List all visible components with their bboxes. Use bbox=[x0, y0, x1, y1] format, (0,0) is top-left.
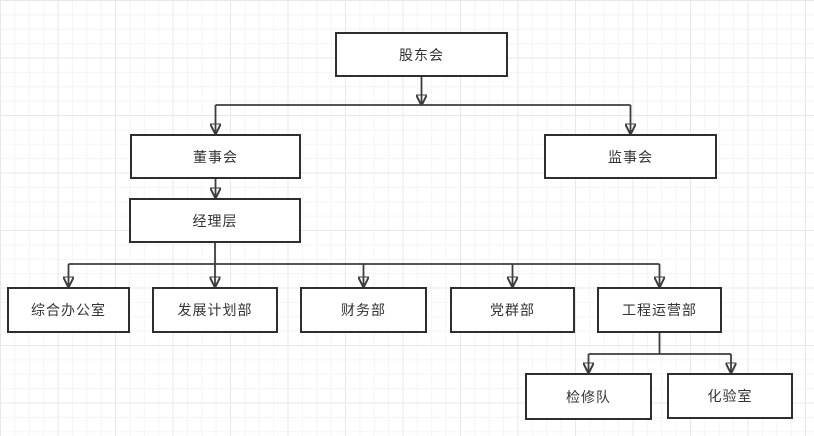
node-general-office[interactable]: 综合办公室 bbox=[7, 287, 130, 333]
node-maintenance-team[interactable]: 检修队 bbox=[525, 373, 652, 420]
node-label: 综合办公室 bbox=[31, 303, 106, 319]
node-label: 财务部 bbox=[341, 303, 386, 319]
node-development-planning-dept[interactable]: 发展计划部 bbox=[152, 287, 278, 333]
node-label: 董事会 bbox=[193, 149, 238, 166]
node-label: 党群部 bbox=[490, 303, 535, 319]
node-finance-dept[interactable]: 财务部 bbox=[300, 287, 427, 333]
node-label: 监事会 bbox=[608, 149, 653, 166]
node-shareholders-meeting[interactable]: 股东会 bbox=[335, 32, 508, 77]
node-laboratory[interactable]: 化验室 bbox=[667, 373, 793, 419]
node-label: 发展计划部 bbox=[177, 303, 253, 319]
node-label: 股东会 bbox=[399, 47, 444, 64]
node-board-of-directors[interactable]: 董事会 bbox=[130, 134, 301, 179]
node-party-mass-dept[interactable]: 党群部 bbox=[450, 287, 575, 333]
node-management-level[interactable]: 经理层 bbox=[129, 198, 301, 243]
node-engineering-operations-dept[interactable]: 工程运营部 bbox=[597, 287, 722, 333]
node-label: 工程运营部 bbox=[622, 303, 697, 319]
node-supervisory-board[interactable]: 监事会 bbox=[544, 134, 717, 179]
node-label: 检修队 bbox=[566, 389, 611, 406]
node-label: 经理层 bbox=[192, 213, 238, 230]
node-label: 化验室 bbox=[707, 389, 753, 405]
